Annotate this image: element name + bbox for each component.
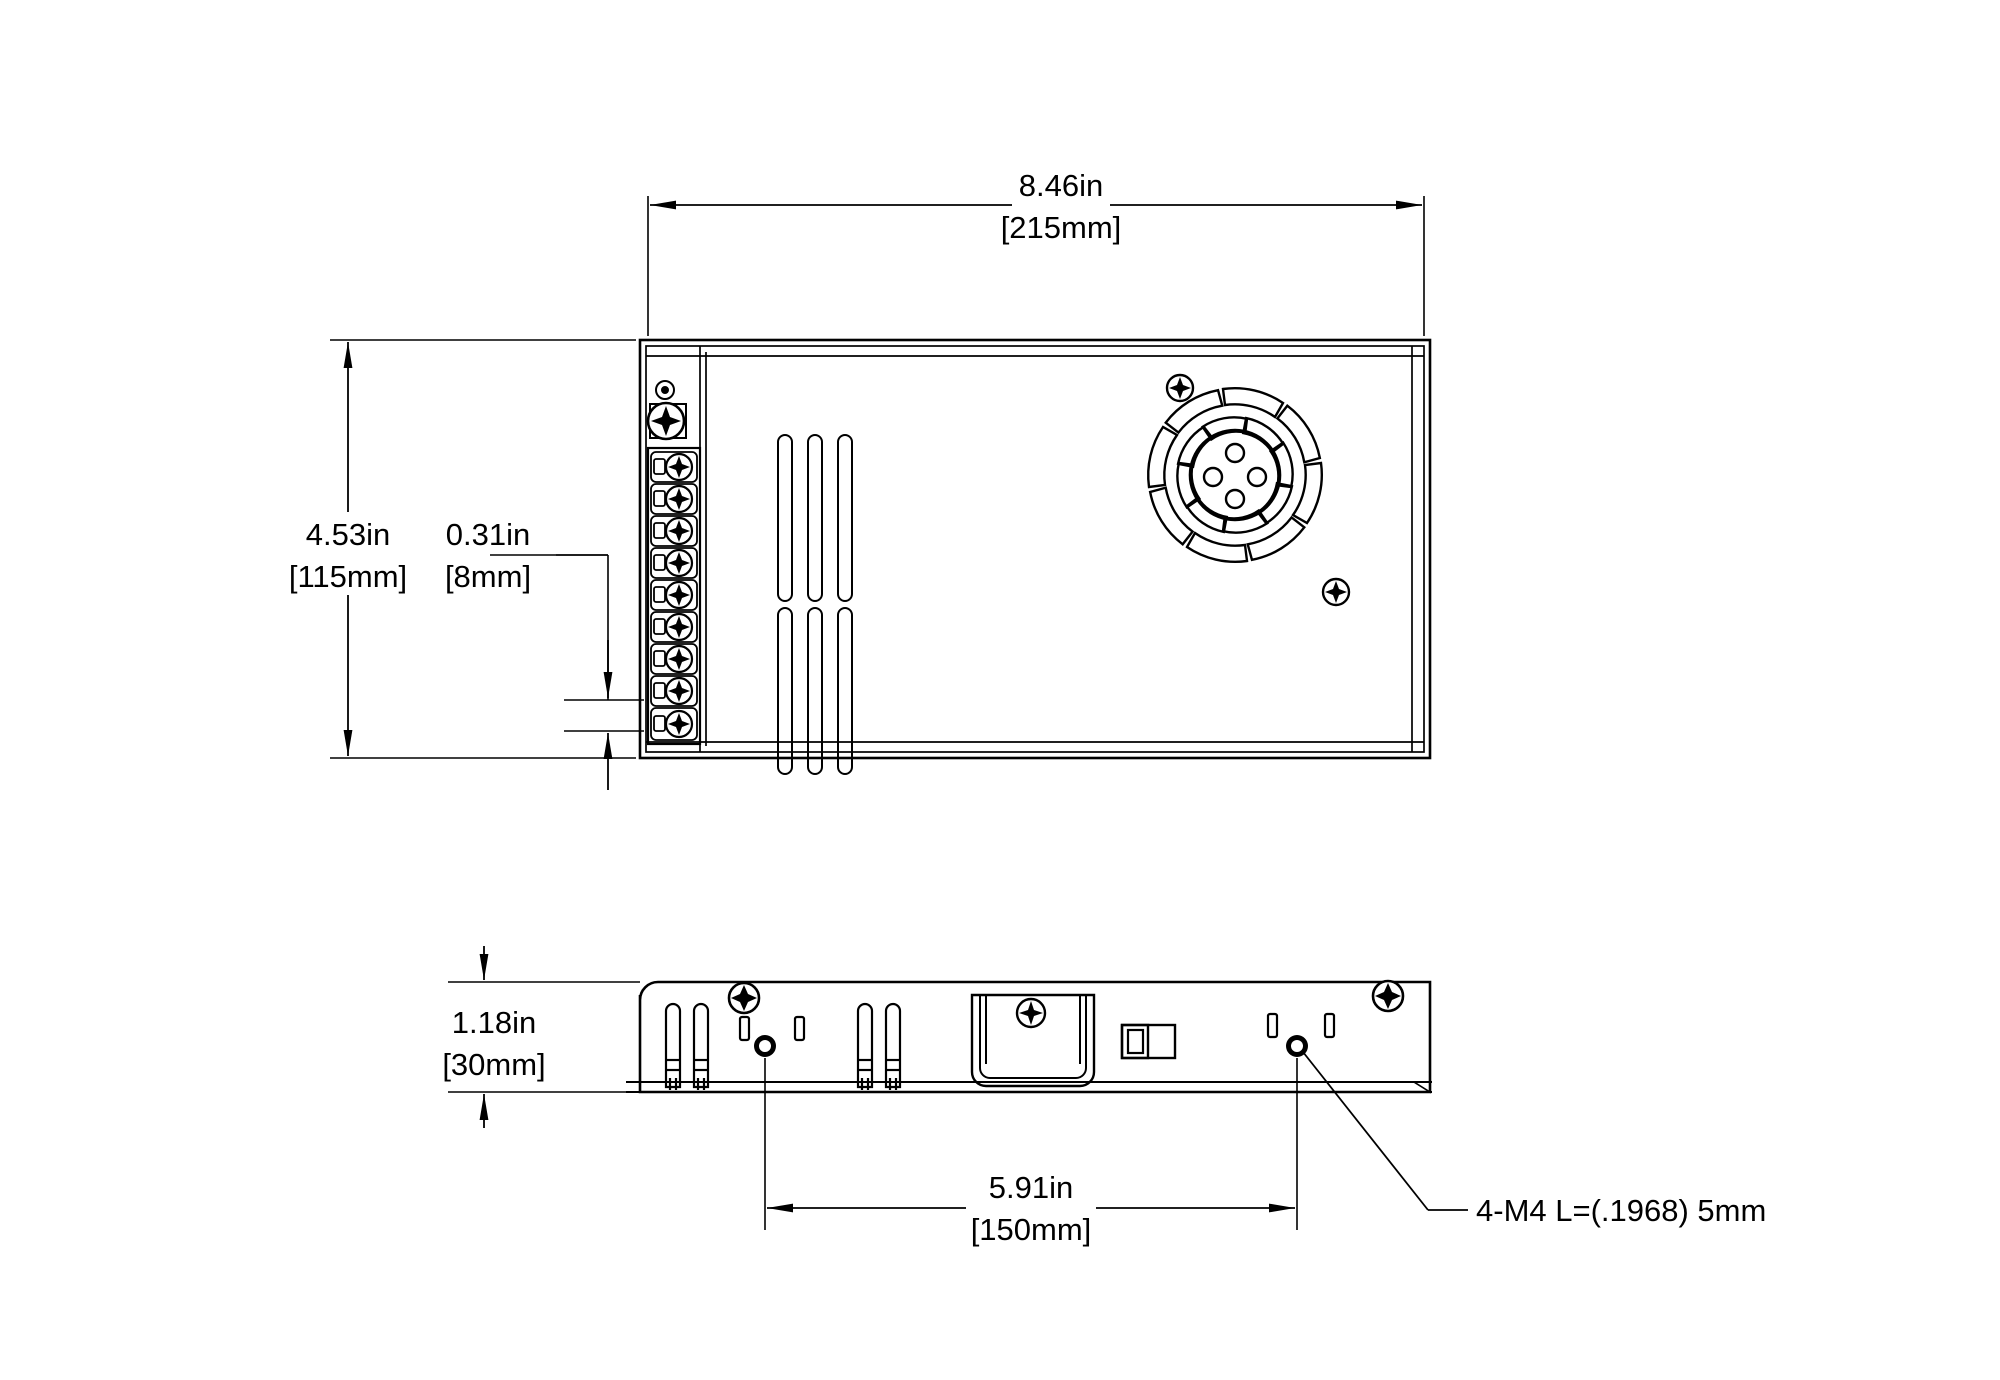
- vent-slot-group-upper: [777, 434, 853, 602]
- dim-terminal-offset-mm: [8mm]: [445, 559, 531, 594]
- selector-switch[interactable]: [1120, 1023, 1177, 1060]
- callout-mount-thread: 4-M4 L=(.1968) 5mm: [1302, 1051, 1766, 1228]
- dim-overall-height-mm: [30mm]: [442, 1047, 545, 1082]
- fan-hub-holes: [1202, 442, 1268, 510]
- fan-mount-screw-bottom-right: [1321, 577, 1351, 607]
- dim-overall-width-mm: [215mm]: [1001, 210, 1122, 245]
- side-screw-right: [1371, 979, 1405, 1013]
- side-vent-fin-group-left: [664, 1002, 710, 1090]
- ground-screw: [646, 401, 687, 441]
- ground-marker: [655, 380, 675, 400]
- fan-mount-screw-top-left: [1165, 373, 1195, 403]
- terminal-block: [646, 446, 702, 746]
- chassis-outline-top: [638, 338, 1432, 760]
- fan-guard: [1147, 387, 1323, 563]
- dim-terminal-offset-inch: 0.31in: [446, 517, 530, 552]
- dim-overall-height-inch: 1.18in: [452, 1005, 536, 1040]
- dimension-overall-height: 1.18in [30mm]: [442, 946, 640, 1128]
- dim-overall-depth-inch: 4.53in: [306, 517, 390, 552]
- vent-slot-group-lower: [777, 607, 853, 775]
- mount-hole-left: [754, 1035, 776, 1057]
- mount-hole-right: [1286, 1035, 1308, 1057]
- dim-overall-width-inch: 8.46in: [1019, 168, 1103, 203]
- dim-mount-hole-spacing-inch: 5.91in: [989, 1170, 1073, 1205]
- dimension-mount-hole-spacing: 5.91in [150mm]: [764, 1058, 1298, 1247]
- callout-mount-thread-text: 4-M4 L=(.1968) 5mm: [1476, 1193, 1766, 1228]
- cable-bracket: [970, 993, 1096, 1088]
- dimension-overall-width: 8.46in [215mm]: [647, 168, 1425, 336]
- dim-overall-depth-mm: [115mm]: [289, 559, 407, 594]
- dimension-terminal-offset: 0.31in [8mm]: [445, 517, 644, 790]
- bracket-screw: [1015, 997, 1047, 1029]
- side-screw-left: [727, 981, 761, 1015]
- side-vent-fin-group-right: [856, 1002, 902, 1090]
- side-slot-group-right: [1266, 1012, 1336, 1039]
- top-view: [638, 338, 1432, 775]
- dimension-overall-depth: 4.53in [115mm]: [289, 339, 636, 759]
- side-slot-group-left: [738, 1015, 806, 1042]
- side-view: [626, 979, 1432, 1094]
- dim-mount-hole-spacing-mm: [150mm]: [971, 1212, 1092, 1247]
